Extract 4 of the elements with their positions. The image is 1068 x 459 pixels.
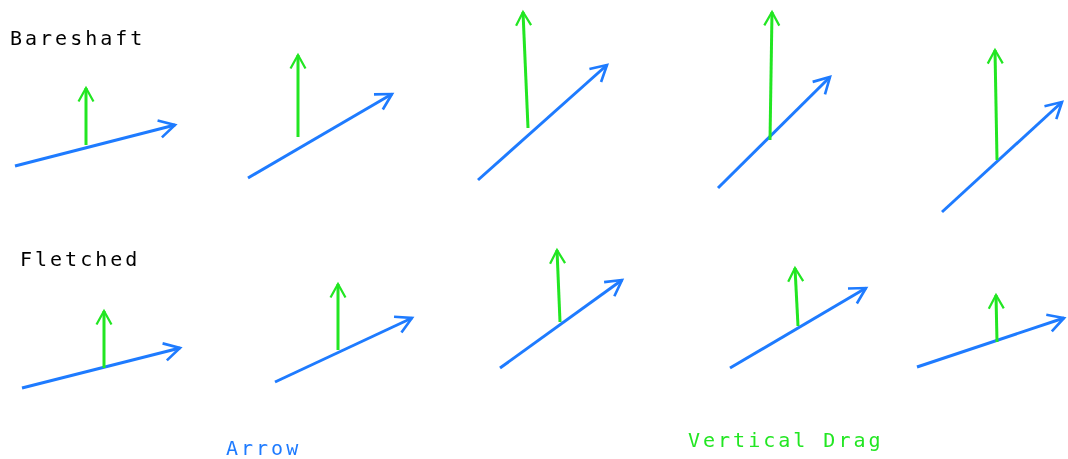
legend-label: Vertical Drag bbox=[688, 428, 884, 452]
row-label: Fletched bbox=[20, 247, 141, 271]
legend-label: Arrow bbox=[226, 436, 302, 459]
row-label: Bareshaft bbox=[10, 26, 146, 50]
